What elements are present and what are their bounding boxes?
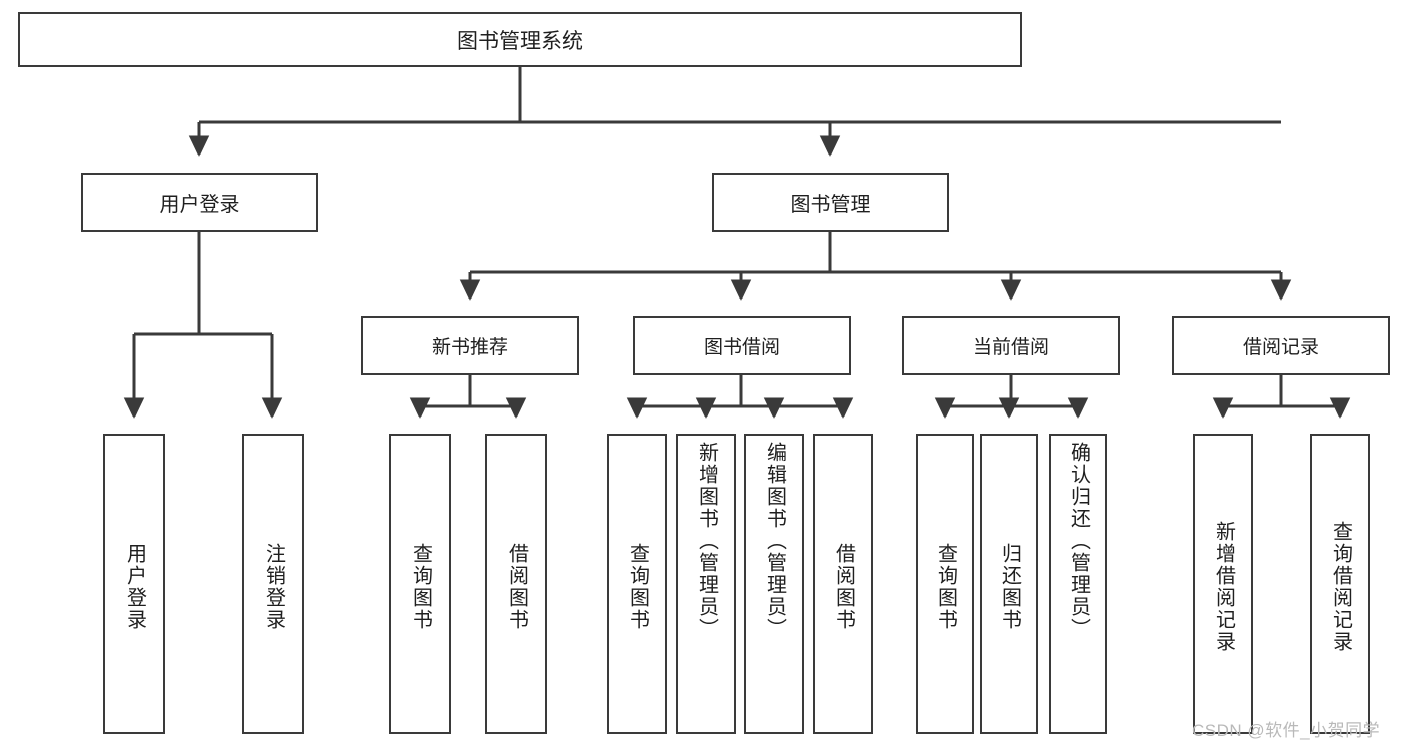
node-label: 用户登录: [123, 543, 146, 631]
node-label: 借阅图书: [832, 543, 855, 631]
node-label: 注销登录: [262, 543, 285, 631]
node-label: 当前借阅: [972, 337, 1049, 358]
node-label: 新增图书（管理员）: [695, 442, 718, 640]
node-leaf-query-book-3[interactable]: 查询图书: [916, 434, 974, 734]
node-label: 查询图书: [626, 543, 649, 631]
node-leaf-query-record[interactable]: 查询借阅记录: [1310, 434, 1370, 734]
node-leaf-borrow-book-1[interactable]: 借阅图书: [485, 434, 547, 734]
node-leaf-confirm-return[interactable]: 确认归还（管理员）: [1049, 434, 1107, 734]
node-label: 图书管理: [790, 194, 871, 216]
node-current-borrow[interactable]: 当前借阅: [902, 316, 1120, 375]
node-label: 归还图书: [998, 543, 1021, 631]
node-leaf-borrow-book-2[interactable]: 借阅图书: [813, 434, 873, 734]
node-leaf-add-record[interactable]: 新增借阅记录: [1193, 434, 1253, 734]
node-label: 查询图书: [409, 543, 432, 631]
node-leaf-return-book[interactable]: 归还图书: [980, 434, 1038, 734]
node-label: 查询图书: [934, 543, 957, 631]
node-borrow-record[interactable]: 借阅记录: [1172, 316, 1390, 375]
node-label: 图书管理系统: [457, 29, 583, 53]
node-label: 新增借阅记录: [1212, 521, 1235, 653]
node-label: 确认归还（管理员）: [1067, 442, 1090, 640]
csdn-watermark: CSDN @软件_小贺同学: [1192, 721, 1381, 740]
node-label: 查询借阅记录: [1329, 521, 1352, 653]
node-leaf-query-book-1[interactable]: 查询图书: [389, 434, 451, 734]
node-new-book-recommend[interactable]: 新书推荐: [361, 316, 579, 375]
node-leaf-user-login[interactable]: 用户登录: [103, 434, 165, 734]
node-label: 编辑图书（管理员）: [763, 442, 786, 640]
node-user-login[interactable]: 用户登录: [81, 173, 318, 232]
node-label: 借阅图书: [505, 543, 528, 631]
node-leaf-edit-book[interactable]: 编辑图书（管理员）: [744, 434, 804, 734]
node-book-borrow[interactable]: 图书借阅: [633, 316, 851, 375]
node-label: 图书借阅: [703, 337, 780, 358]
node-label: 新书推荐: [431, 337, 508, 358]
node-book-management[interactable]: 图书管理: [712, 173, 949, 232]
node-book-management-system[interactable]: 图书管理系统: [18, 12, 1022, 67]
node-leaf-logout-login[interactable]: 注销登录: [242, 434, 304, 734]
node-label: 用户登录: [159, 194, 240, 216]
node-leaf-add-book[interactable]: 新增图书（管理员）: [676, 434, 736, 734]
node-leaf-query-book-2[interactable]: 查询图书: [607, 434, 667, 734]
node-label: 借阅记录: [1242, 337, 1319, 358]
